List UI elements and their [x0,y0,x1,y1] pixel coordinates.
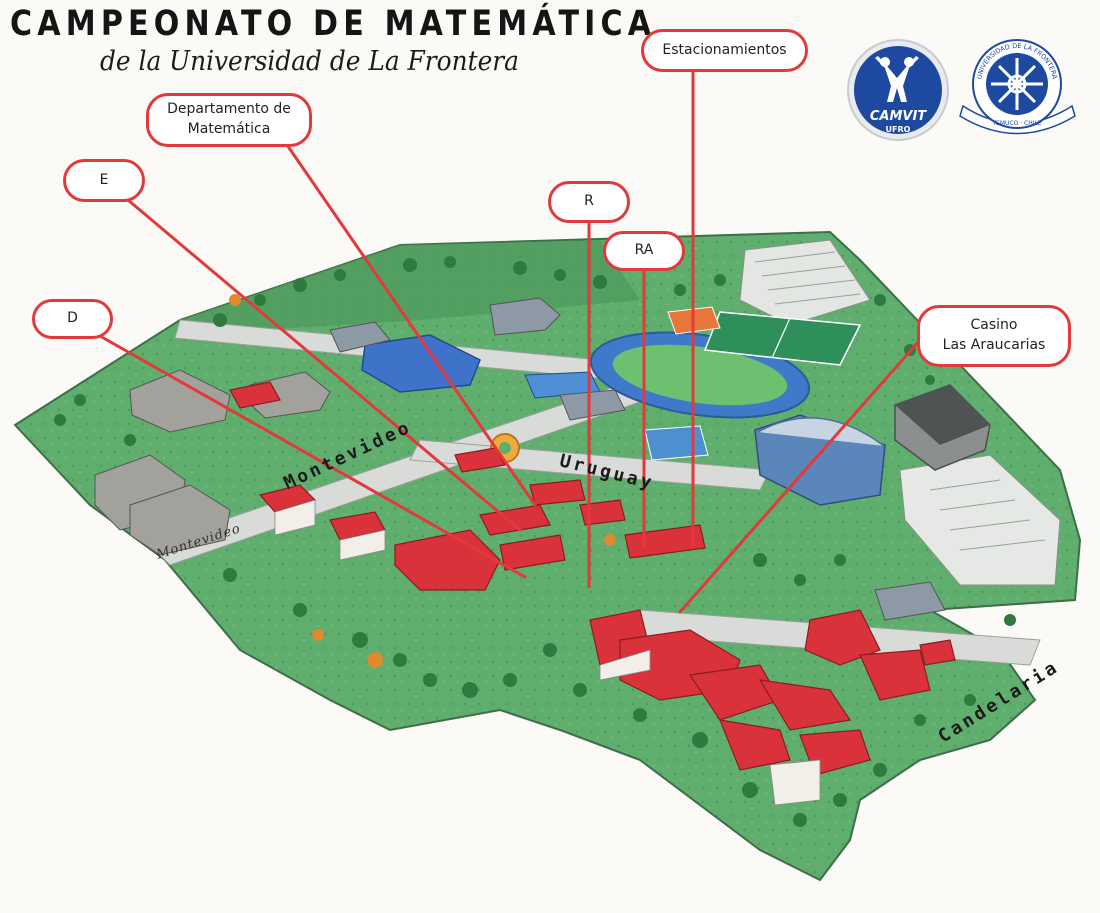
page-subtitle: de la Universidad de La Frontera [100,46,519,77]
callout-estacionamientos-label: Estacionamientos [662,41,787,58]
callout-casino-line2: Las Araucarias [942,337,1046,353]
callout-e-label: E [99,171,109,188]
parking-stripes [754,251,861,305]
camvit-text: CAMVIT [870,109,927,124]
page-title: CAMPEONATO DE MATEMÁTICA [10,4,657,44]
ufro-city: TEMUCO · CHILE [991,120,1041,127]
callout-casino-line1: Casino [970,317,1018,334]
parking-lot-north [739,239,871,326]
blue-courts [644,425,709,461]
callout-r[interactable]: R [548,181,630,223]
callout-departamento-line2: Matemática [187,121,271,137]
callout-ra[interactable]: RA [603,231,685,271]
callout-estacionamientos[interactable]: Estacionamientos [641,29,808,72]
callout-departamento-line1: Departamento de [167,101,291,118]
callout-casino-las-araucarias[interactable]: Casino Las Araucarias [917,305,1071,367]
callout-d[interactable]: D [32,299,113,339]
camvit-subtext: UFRO [886,125,911,134]
roundabout-center [499,442,511,454]
callout-d-label: D [67,310,78,327]
parking-stripes-east [929,479,1046,551]
callout-departamento-matematica[interactable]: Departamento de Matemática [146,93,312,147]
callout-e[interactable]: E [63,159,145,202]
camvit-logo: CAMVIT UFRO [845,38,951,142]
ufro-seal-logo: UNIVERSIDAD DE LA FRONTERA TEMUCO · CHIL… [955,36,1080,146]
callout-ra-label: RA [634,242,654,259]
callout-r-label: R [584,193,594,210]
